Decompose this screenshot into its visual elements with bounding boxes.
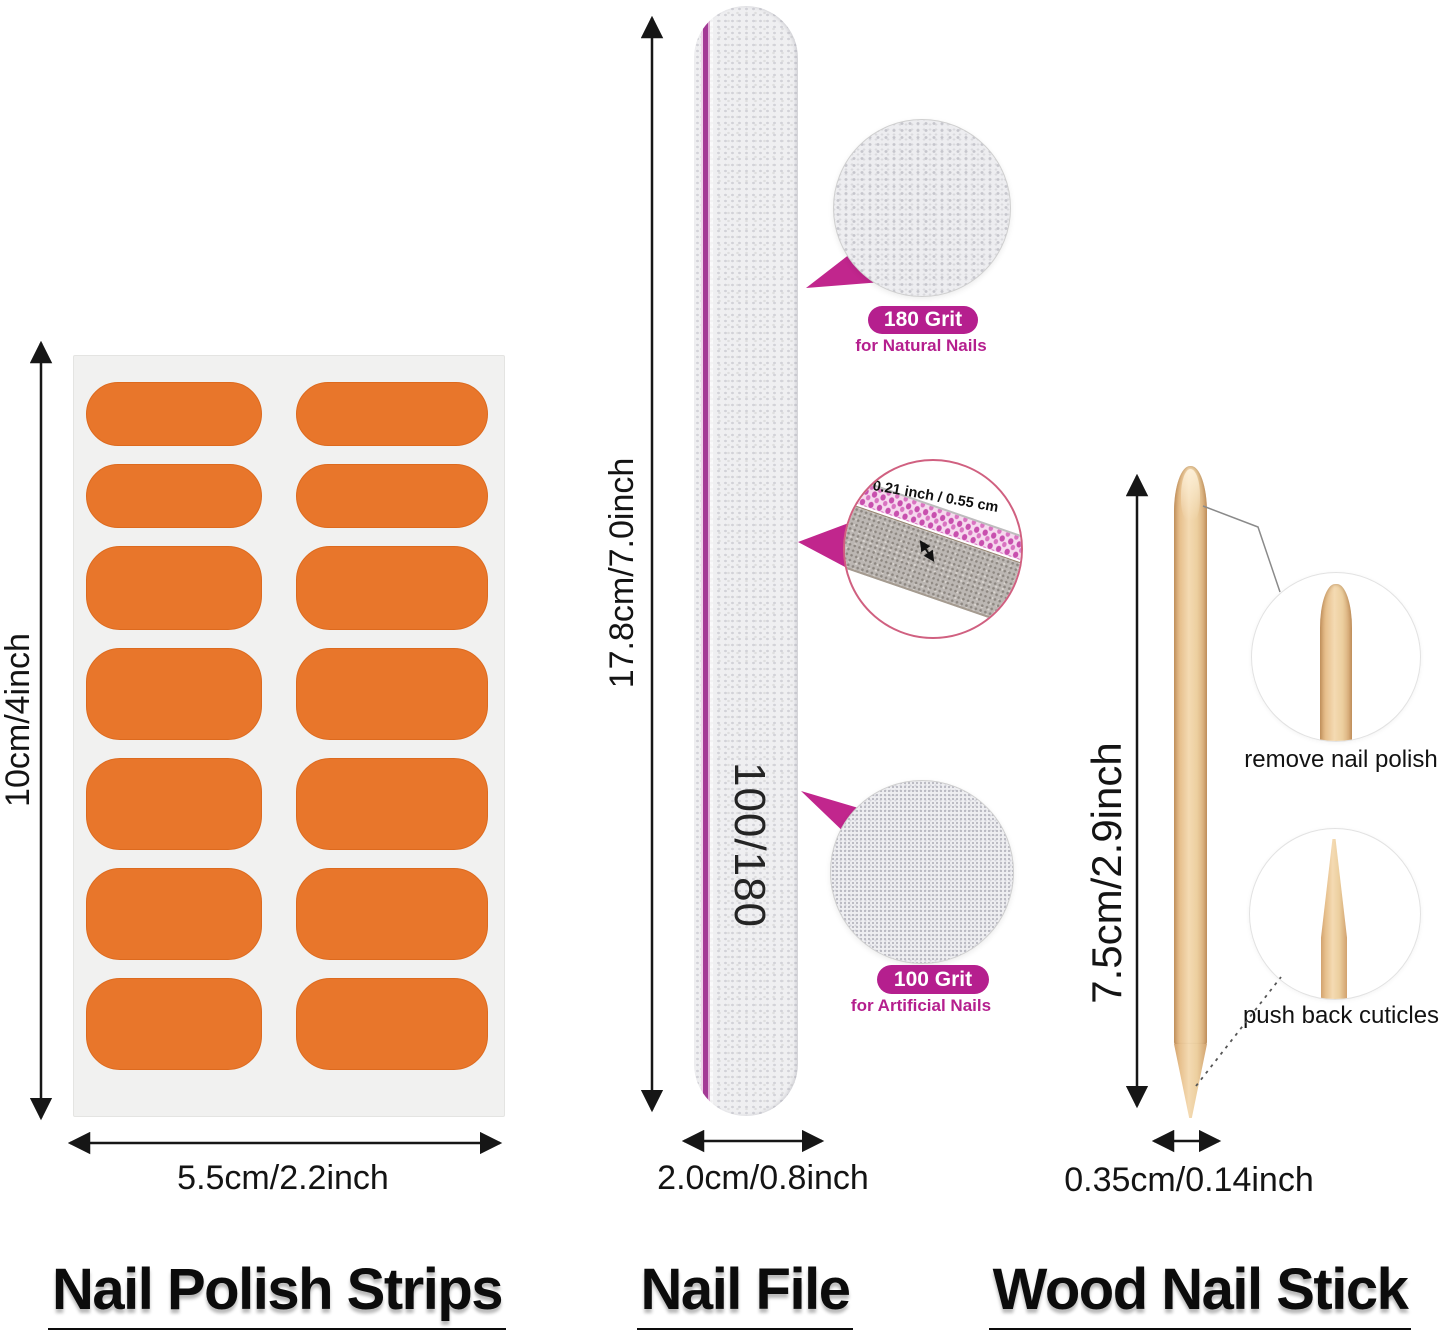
- badge-180-grit: 180 Grit: [868, 306, 978, 334]
- magnifier-round-tip: [1251, 572, 1421, 742]
- nail-strip: [86, 546, 262, 630]
- file-grit-text: 100/180: [725, 761, 774, 929]
- strips-height-label: 10cm/4inch: [0, 633, 37, 807]
- file-height-label: 17.8cm/7.0inch: [603, 457, 641, 689]
- nail-strip: [86, 382, 262, 446]
- nail-file: [694, 6, 798, 1116]
- nail-strip: [86, 464, 262, 528]
- stick-tip-bevel: [1181, 469, 1200, 521]
- nail-strip: [86, 758, 262, 850]
- nail-strip: [86, 868, 262, 960]
- strips-grid: [74, 356, 504, 1070]
- nail-strip: [296, 868, 488, 960]
- magnifier-pointed-tip: [1249, 828, 1421, 1000]
- nail-strip: [86, 978, 262, 1070]
- nail-strip: [296, 546, 488, 630]
- file-title-text: Nail File: [636, 1256, 854, 1330]
- stick-width-label: 0.35cm/0.14inch: [1064, 1161, 1314, 1199]
- pointed-tip-connector-line: [1195, 976, 1282, 1087]
- file-width-label: 2.0cm/0.8inch: [657, 1159, 869, 1197]
- magnifier-180-grit: [833, 119, 1011, 297]
- round-tip-detail: [1320, 584, 1352, 741]
- stick-title-text: Wood Nail Stick: [988, 1256, 1412, 1330]
- magnifier-100-grit: [830, 780, 1014, 964]
- wood-stick-point: [1174, 1044, 1207, 1118]
- file-title: Nail File: [595, 1256, 895, 1330]
- strips-sheet: [73, 355, 505, 1117]
- badge-100-grit: 100 Grit: [877, 965, 989, 994]
- wood-stick: [1174, 466, 1207, 1046]
- caption-180-grit: for Natural Nails: [855, 336, 987, 355]
- nail-strip: [296, 464, 488, 528]
- nail-strip: [296, 978, 488, 1070]
- caption-100-grit: for Artificial Nails: [850, 996, 992, 1015]
- nail-strip: [296, 758, 488, 850]
- round-tip-connector-line: [1202, 505, 1281, 593]
- round-tip-caption: remove nail polish: [1244, 746, 1438, 773]
- strips-title-text: Nail Polish Strips: [48, 1256, 506, 1330]
- strips-title: Nail Polish Strips: [27, 1256, 527, 1330]
- strips-width-label: 5.5cm/2.2inch: [177, 1159, 389, 1197]
- pointed-tip-caption: push back cuticles: [1242, 1002, 1440, 1029]
- stick-height-label: 7.5cm/2.9inch: [1083, 742, 1130, 1004]
- nail-strip: [296, 648, 488, 740]
- stick-title: Wood Nail Stick: [980, 1256, 1420, 1330]
- pointed-tip-detail: [1321, 839, 1347, 999]
- magnifier-thickness: 0.21 inch / 0.55 cm: [843, 459, 1023, 639]
- nail-strip: [86, 648, 262, 740]
- nail-strip: [296, 382, 488, 446]
